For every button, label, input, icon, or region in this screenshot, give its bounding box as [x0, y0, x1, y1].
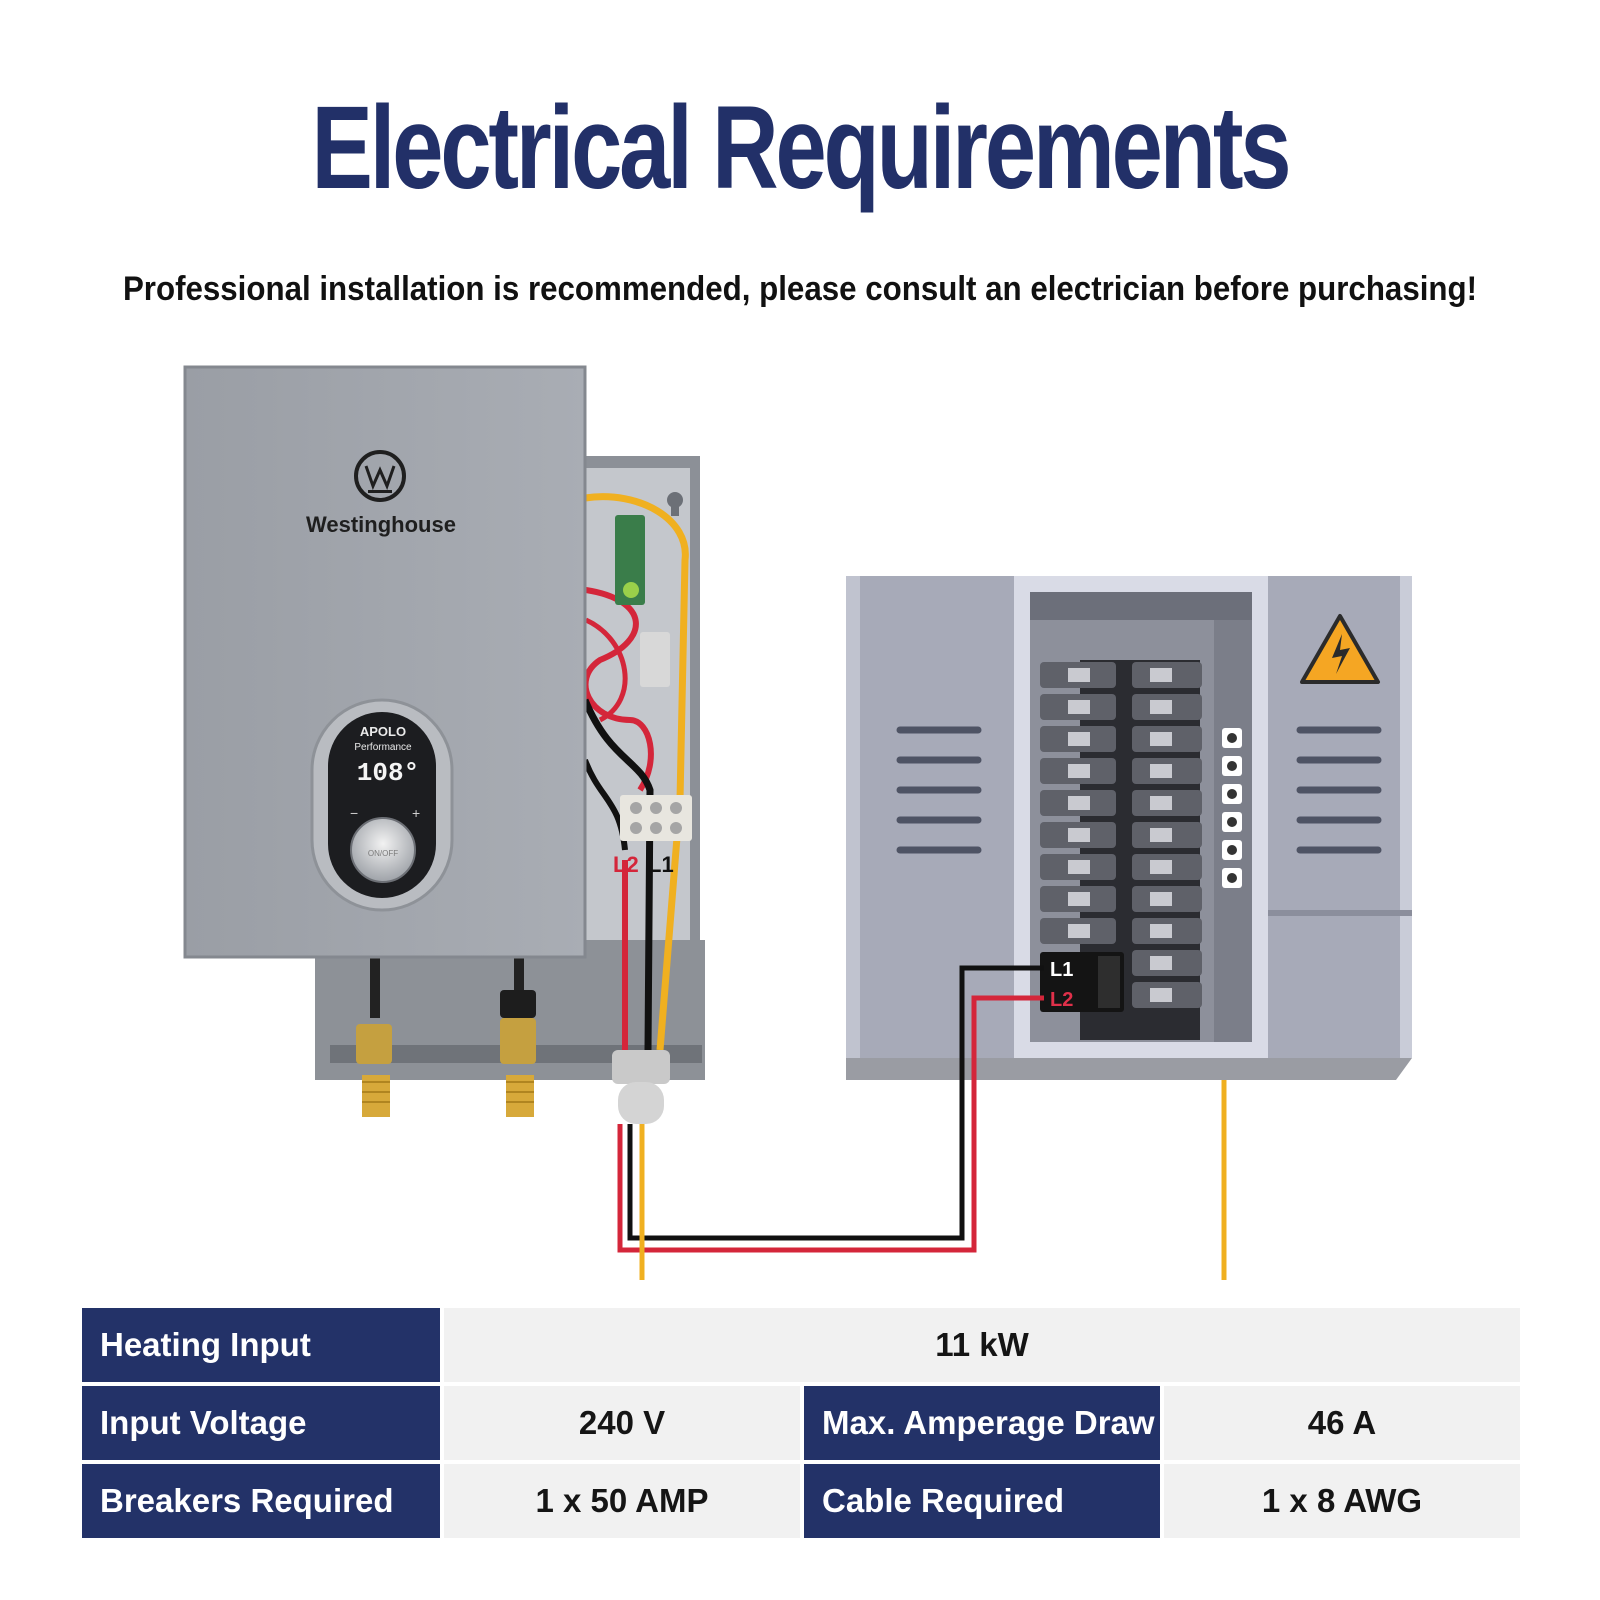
spec-row-voltage: Input Voltage 240 V Max. Amperage Draw 4…	[82, 1386, 1520, 1460]
breaker-panel: L1 L2	[846, 576, 1412, 1080]
spec-row-breakers: Breakers Required 1 x 50 AMP Cable Requi…	[82, 1464, 1520, 1538]
model-name: APOLO	[360, 724, 406, 739]
input-voltage-label: Input Voltage	[82, 1386, 440, 1460]
ground-terminal-strip	[1222, 728, 1242, 888]
cable-required-value: 1 x 8 AWG	[1164, 1464, 1520, 1538]
circuit-board	[615, 515, 645, 605]
power-knob	[350, 817, 416, 883]
water-heater: L2 L1 Westinghouse APOLO Performance 108…	[183, 365, 705, 1124]
max-amperage-value: 46 A	[1164, 1386, 1520, 1460]
heating-input-value: 11 kW	[444, 1308, 1520, 1382]
terminal-block	[620, 795, 692, 841]
yellow-ground-wire	[639, 1080, 1227, 1280]
cable-gland	[612, 1050, 670, 1084]
page-title: Electrical Requirements	[311, 82, 1292, 214]
breaker-column-right	[1132, 662, 1202, 1008]
power-knob-label: ON/OFF	[368, 849, 398, 858]
yellow-internal-wire	[584, 493, 689, 1051]
wiring-diagram: L2 L1 Westinghouse APOLO Performance 108…	[183, 365, 1412, 1280]
input-voltage-value: 240 V	[444, 1386, 800, 1460]
breaker-column-left	[1040, 662, 1116, 944]
red-wire-l2	[617, 995, 1044, 1253]
black-wire-l1	[627, 965, 1044, 1241]
valve-left	[356, 1024, 392, 1064]
installation-notice: Professional installation is recommended…	[122, 270, 1478, 308]
temperature-display: 108°	[357, 758, 419, 788]
breakers-required-value: 1 x 50 AMP	[444, 1464, 800, 1538]
black-internal-wire	[581, 698, 654, 1051]
westinghouse-logo	[354, 450, 406, 502]
max-amperage-label: Max. Amperage Draw	[804, 1386, 1160, 1460]
spec-row-heating: Heating Input 11 kW	[82, 1308, 1520, 1382]
plus-button: +	[412, 805, 420, 821]
cable-required-label: Cable Required	[804, 1464, 1160, 1538]
sensor-module	[640, 632, 670, 687]
minus-button: −	[350, 805, 358, 821]
terminal-l2-label: L2	[613, 852, 639, 877]
brand-name: Westinghouse	[306, 512, 456, 537]
model-subname: Performance	[354, 742, 412, 753]
terminal-l1-label: L1	[648, 852, 674, 877]
breaker-l1-label: L1	[1050, 959, 1073, 981]
breakers-required-label: Breakers Required	[82, 1464, 440, 1538]
valve-right	[500, 990, 536, 1018]
heating-input-label: Heating Input	[82, 1308, 440, 1382]
spec-table: Heating Input 11 kW Input Voltage 240 V …	[82, 1308, 1520, 1542]
breaker-l2-label: L2	[1050, 989, 1073, 1011]
